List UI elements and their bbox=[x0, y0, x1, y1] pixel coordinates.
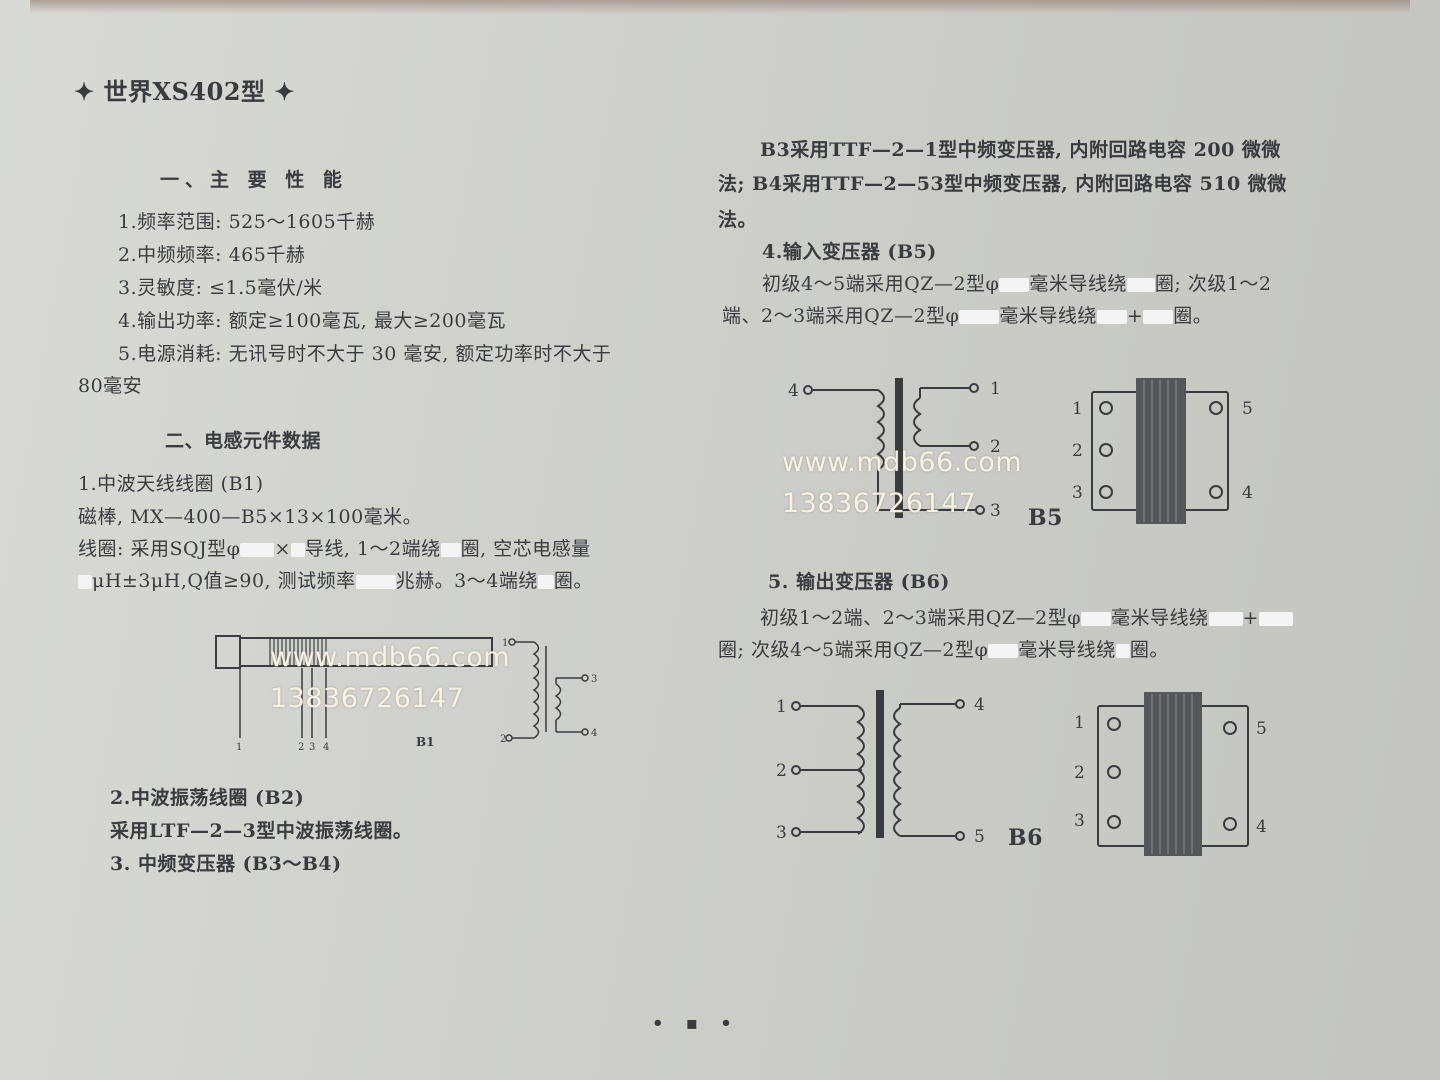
b6-pack-pin-1: 1 bbox=[1074, 713, 1085, 733]
b1-coil-line1: 线圈: 采用SQJ型φ×导线, 1～2端绕圈, 空芯电感量 bbox=[78, 538, 591, 560]
page-number: • ▪ • bbox=[652, 1013, 740, 1034]
b5-pin-4: 4 bbox=[788, 381, 799, 401]
b5-label: B5 bbox=[1028, 505, 1063, 531]
b5-title: 4.输入变压器 (B5) bbox=[762, 241, 937, 263]
b6-pack-pin-5: 5 bbox=[1256, 719, 1267, 739]
svg-text:3: 3 bbox=[591, 674, 597, 685]
watermark-site-left: www.mdb66.com bbox=[270, 642, 511, 673]
b2-title: 2.中波振荡线圈 (B2) bbox=[110, 787, 305, 809]
page-header: ✦ 世界XS402型 ✦ bbox=[74, 77, 295, 106]
spec-4: 4.输出功率: 额定≥100毫瓦, 最大≥200毫瓦 bbox=[118, 310, 507, 332]
b5-pin-2: 2 bbox=[990, 437, 1001, 457]
b5-pack-pin-5: 5 bbox=[1242, 399, 1253, 419]
b6-pin-1: 1 bbox=[776, 697, 787, 717]
b1-pin-3: 3 bbox=[309, 742, 315, 753]
watermark-phone-right: 13836726147 bbox=[782, 488, 977, 519]
svg-text:1: 1 bbox=[502, 638, 508, 649]
b5-pin-1: 1 bbox=[990, 379, 1001, 399]
b6-pin-4: 4 bbox=[974, 695, 985, 715]
b3-title: 3. 中频变压器 (B3～B4) bbox=[110, 853, 342, 875]
b6-title: 5. 输出变压器 (B6) bbox=[768, 571, 950, 593]
spec-5-line1: 5.电源消耗: 无讯号时不大于 30 毫安, 额定功率时不大于 bbox=[118, 343, 612, 365]
section-1-title: 一、主 要 性 能 bbox=[160, 169, 348, 191]
b1-title: 1.中波天线线圈 (B1) bbox=[78, 473, 264, 495]
b1-coil-line2: μH±3μH,Q值≥90, 测试频率兆赫。3～4端绕圈。 bbox=[78, 569, 593, 593]
top-edge-stain bbox=[30, 0, 1410, 14]
spec-1: 1.频率范围: 525～1605千赫 bbox=[118, 211, 376, 233]
b34-line1: B3采用TTF—2—1型中频变压器, 内附回路电容 200 微微 bbox=[760, 139, 1281, 161]
b5-package-drawing: 1 2 3 5 4 bbox=[1072, 378, 1253, 524]
spec-3: 3.灵敏度: ≤1.5毫伏/米 bbox=[118, 277, 323, 299]
b6-pin-2: 2 bbox=[776, 761, 787, 781]
b6-package-drawing: 1 2 3 5 4 bbox=[1074, 692, 1267, 856]
b34-line3: 法。 bbox=[718, 209, 758, 231]
b5-pack-pin-3: 3 bbox=[1072, 483, 1083, 503]
b6-pack-pin-2: 2 bbox=[1074, 763, 1085, 783]
b1-core: 磁棒, MX—400—B5×13×100毫米。 bbox=[78, 506, 423, 528]
svg-text:2: 2 bbox=[500, 734, 506, 745]
b5-pin-3: 3 bbox=[990, 501, 1001, 521]
b1-antenna-coil-diagram: 1 2 3 4 B1 1 2 3 4 bbox=[215, 635, 597, 753]
watermark-site-right: www.mdb66.com bbox=[782, 447, 1023, 478]
b1-pin-1: 1 bbox=[236, 742, 242, 753]
b5-pack-pin-1: 1 bbox=[1072, 399, 1083, 419]
b34-line2: 法; B4采用TTF—2—53型中频变压器, 内附回路电容 510 微微 bbox=[718, 173, 1287, 195]
svg-text:4: 4 bbox=[591, 728, 597, 739]
spec-2: 2.中频频率: 465千赫 bbox=[118, 244, 306, 266]
section-2-title: 二、电感元件数据 bbox=[165, 430, 322, 452]
watermark-phone-left: 13836726147 bbox=[270, 683, 465, 714]
b6-pin-5: 5 bbox=[974, 827, 985, 847]
b5-pack-pin-2: 2 bbox=[1072, 441, 1083, 461]
b6-pack-pin-3: 3 bbox=[1074, 811, 1085, 831]
b1-label: B1 bbox=[416, 735, 435, 749]
b6-pin-3: 3 bbox=[776, 823, 787, 843]
b5-pack-pin-4: 4 bbox=[1242, 483, 1253, 503]
b1-pin-2: 2 bbox=[298, 742, 304, 753]
spec-5-line2: 80毫安 bbox=[78, 375, 143, 397]
b5-schematic: 4 1 2 3 bbox=[788, 378, 1001, 521]
b6-schematic: 1 2 3 4 5 bbox=[776, 690, 985, 847]
b6-label: B6 bbox=[1008, 825, 1043, 851]
b2-desc: 采用LTF—2—3型中波振荡线圈。 bbox=[110, 820, 413, 842]
b1-pin-4: 4 bbox=[323, 742, 329, 753]
b6-pack-pin-4: 4 bbox=[1256, 817, 1267, 837]
